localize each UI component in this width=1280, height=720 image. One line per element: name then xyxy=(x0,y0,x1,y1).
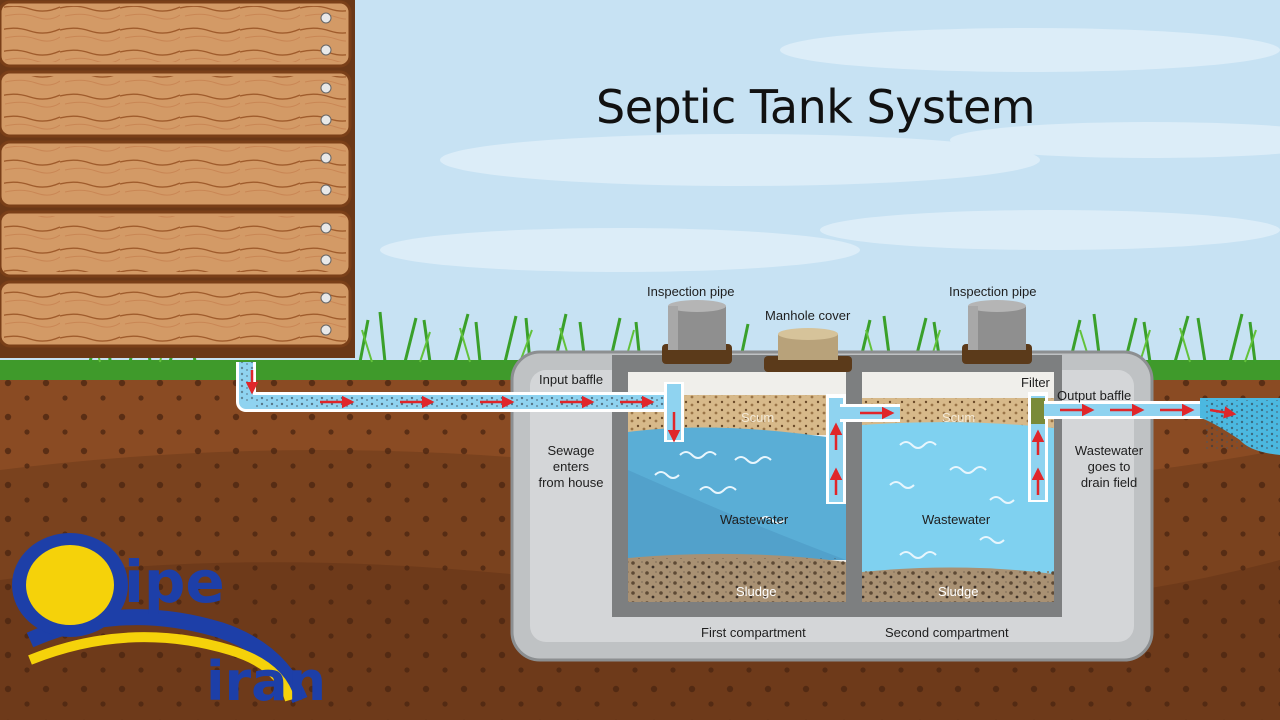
label-scum-first: Scum xyxy=(741,410,775,425)
sludge-texture-first xyxy=(628,558,846,602)
cloud xyxy=(950,122,1280,158)
page-title: Septic Tank System xyxy=(596,80,1036,134)
bolt-icon xyxy=(320,82,332,94)
house-wall xyxy=(0,0,355,358)
label-scum-second: Scum xyxy=(942,410,976,425)
logo-word-ipe: ipe xyxy=(124,548,225,616)
water-waves xyxy=(654,441,1015,559)
log-grain xyxy=(4,146,346,202)
bolt-icon xyxy=(320,184,332,196)
log-grain xyxy=(4,286,346,342)
label-input-baffle: Input baffle xyxy=(539,372,604,387)
wastewater-first-shade xyxy=(628,470,846,560)
label-inspection-pipe-left: Inspection pipe xyxy=(647,284,735,299)
logo-initial: P xyxy=(46,542,101,628)
label-manhole-cover: Manhole cover xyxy=(765,308,851,323)
manhole xyxy=(764,328,852,372)
bolt-icon xyxy=(320,324,332,336)
bolt-icon xyxy=(320,292,332,304)
flow-arrows xyxy=(245,370,1237,495)
bolt-icon xyxy=(320,222,332,234)
cloud xyxy=(820,210,1280,250)
label-sludge-second: Sludge xyxy=(938,584,979,599)
label-second-compartment: Second compartment xyxy=(885,625,1009,640)
label-wastewater-goes: Wastewater goes to drain field xyxy=(1074,443,1144,490)
bolt-icon xyxy=(320,44,332,56)
logo-word-iran: iran xyxy=(206,650,327,713)
inlet-pipe xyxy=(236,362,684,442)
bolt-icon xyxy=(320,254,332,266)
label-first-compartment: First compartment xyxy=(701,625,806,640)
pipe-iran-logo xyxy=(12,533,308,704)
wastewater-second xyxy=(862,422,1054,575)
label-sludge-first: Sludge xyxy=(736,584,777,599)
filter-element xyxy=(1031,398,1045,424)
label-inspection-pipe-right: Inspection pipe xyxy=(949,284,1037,299)
bolt-icon xyxy=(320,114,332,126)
bolt-icon xyxy=(320,12,332,24)
label-wastewater-second: Wastewater xyxy=(922,512,991,527)
cloud xyxy=(440,134,1040,186)
inspection-pipe-right xyxy=(962,300,1032,364)
sludge-texture-second xyxy=(862,570,1054,602)
label-filter: Filter xyxy=(1021,375,1050,390)
log-grain xyxy=(4,76,346,132)
log-grain xyxy=(4,216,346,272)
inspection-pipe-left xyxy=(662,300,732,364)
log-grain xyxy=(4,6,346,62)
label-sewage-enters: Sewage enters from house xyxy=(538,443,604,490)
bolt-icon xyxy=(320,152,332,164)
label-output-baffle: Output baffle xyxy=(1057,388,1132,403)
cloud xyxy=(780,28,1280,72)
cloud xyxy=(380,228,860,272)
label-wastewater-first: Wastewater xyxy=(720,512,789,527)
